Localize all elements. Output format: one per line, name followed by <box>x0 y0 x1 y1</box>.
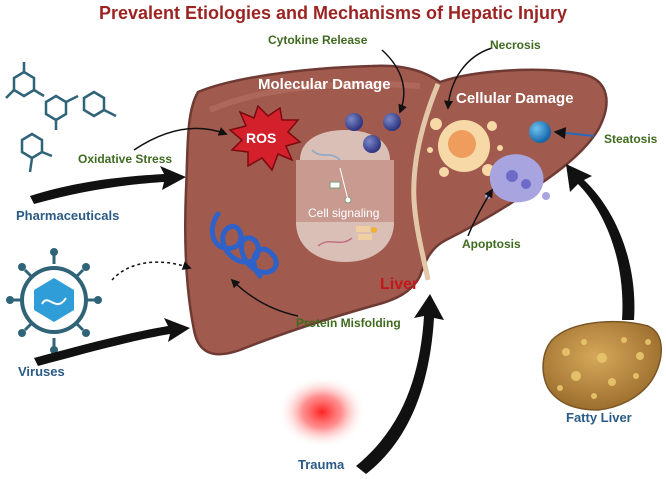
label-fatty-liver: Fatty Liver <box>566 410 632 425</box>
virus-particle <box>6 248 102 354</box>
label-apoptosis: Apoptosis <box>462 237 521 251</box>
arrow-cytokine-release <box>381 49 407 114</box>
label-steatosis: Steatosis <box>604 132 658 146</box>
label-cytokine-release: Cytokine Release <box>268 33 368 47</box>
label-ros: ROS <box>246 130 277 146</box>
label-necrosis: Necrosis <box>490 38 541 52</box>
label-viruses: Viruses <box>18 364 65 379</box>
pharmaceutical-molecules <box>5 62 117 173</box>
cytokine-ball-2 <box>383 113 401 131</box>
arrow-trauma <box>356 294 444 474</box>
label-oxidative-stress: Oxidative Stress <box>78 152 173 166</box>
arrow-fatty-liver <box>566 164 635 320</box>
label-molecular-damage: Molecular Damage <box>258 76 391 93</box>
liver-shape <box>184 64 608 356</box>
ros-star <box>228 104 302 172</box>
label-protein-misfolding: Protein Misfolding <box>296 316 401 330</box>
thin-arrows <box>111 47 493 317</box>
cell-signaling-inset <box>296 130 394 262</box>
misfolded-protein <box>209 211 279 279</box>
label-pharmaceuticals: Pharmaceuticals <box>16 208 120 223</box>
arrow-pharmaceuticals <box>30 166 186 204</box>
arrow-oxidative-stress <box>133 127 228 151</box>
arrow-virus-dotted <box>111 261 192 281</box>
liver-highlight <box>208 81 421 113</box>
fatty-liver-image <box>542 320 662 411</box>
arrow-apoptosis <box>467 188 493 237</box>
label-liver: Liver <box>380 276 419 293</box>
cytokine-ball-1 <box>345 113 363 131</box>
label-cellular-damage: Cellular Damage <box>456 90 574 107</box>
arrow-protein-misfolding <box>230 278 299 317</box>
diagram-title: Prevalent Etiologies and Mechanisms of H… <box>98 3 568 23</box>
cytokine-ball-3 <box>363 135 381 153</box>
label-trauma: Trauma <box>298 457 345 472</box>
trauma-glow <box>278 376 366 448</box>
steatosis-pointer <box>553 127 595 139</box>
steatosis-droplet <box>529 121 551 143</box>
label-cell-signaling: Cell signaling <box>308 206 380 220</box>
arrow-viruses <box>34 318 190 366</box>
necrotic-cell <box>427 118 503 177</box>
thick-arrows <box>30 164 635 474</box>
arrow-necrosis <box>444 47 493 110</box>
falciform-ligament <box>411 83 441 281</box>
